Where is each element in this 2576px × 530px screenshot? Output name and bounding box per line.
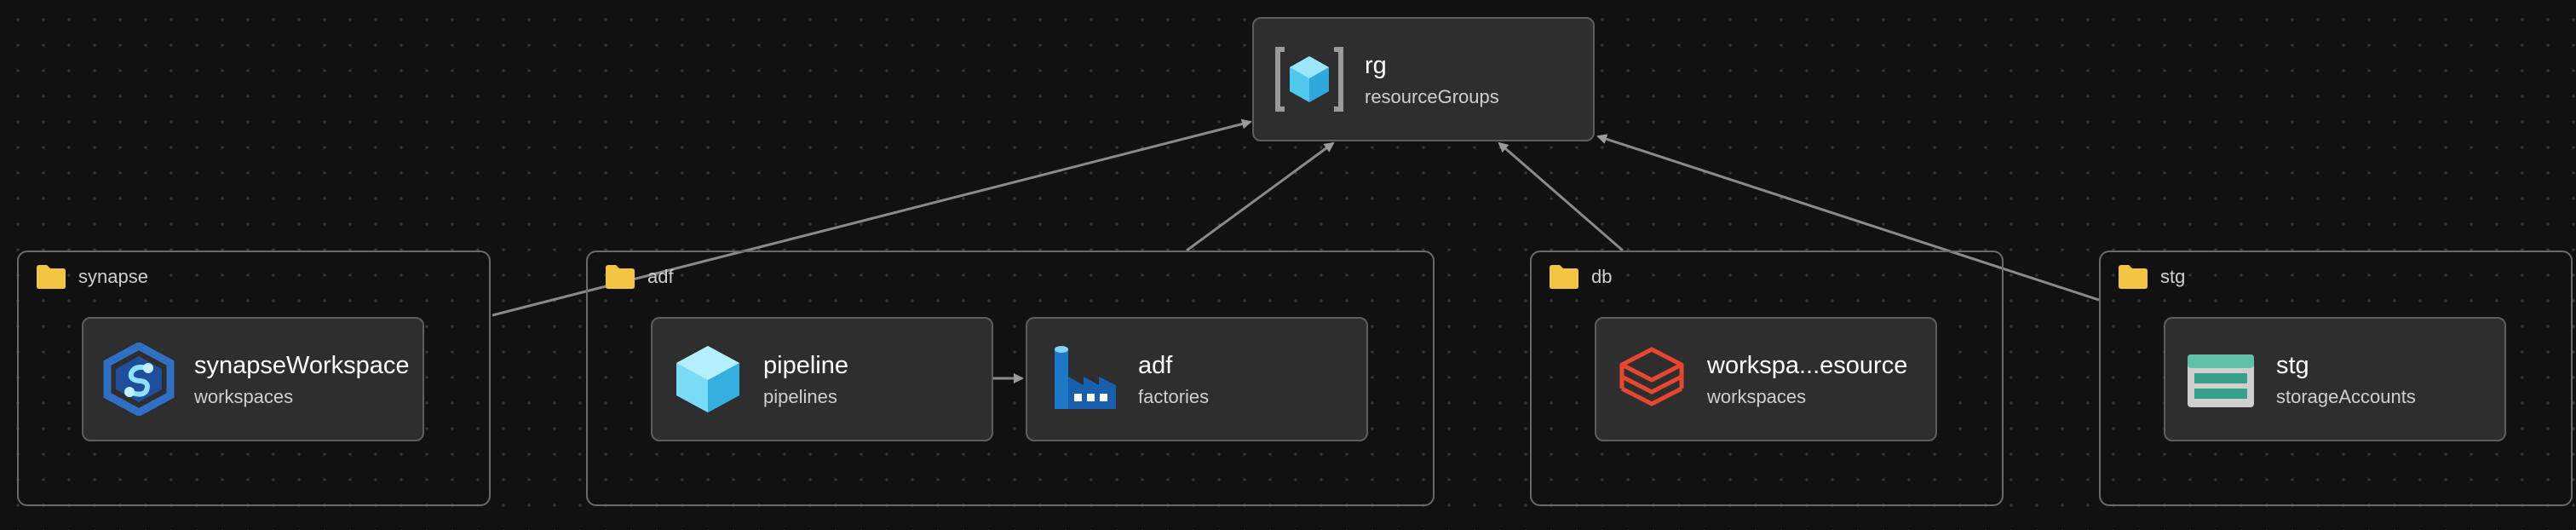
data-factory-icon bbox=[1046, 343, 1119, 416]
node-title: rg bbox=[1365, 52, 1387, 79]
node-stg[interactable]: stg storageAccounts bbox=[2164, 317, 2506, 441]
group-label: stg bbox=[2160, 266, 2186, 287]
node-type: factories bbox=[1138, 386, 1210, 407]
node-type: workspaces bbox=[1707, 386, 1807, 407]
group-synapse[interactable]: synapse synapseWorkspace workspaces bbox=[17, 251, 491, 506]
node-synapseworkspace[interactable]: synapseWorkspace workspaces bbox=[82, 317, 424, 441]
node-type: pipelines bbox=[763, 386, 837, 407]
node-title: stg bbox=[2276, 352, 2309, 379]
edge-db-to-rg bbox=[1498, 141, 1624, 252]
edge-stg-to-rg bbox=[1596, 134, 2100, 302]
node-adf[interactable]: adf factories bbox=[1026, 317, 1368, 441]
folder-icon bbox=[606, 265, 635, 289]
group-adf[interactable]: adf pipeline pipelines bbox=[586, 251, 1435, 506]
folder-icon bbox=[1550, 265, 1578, 289]
node-title: synapseWorkspace bbox=[194, 352, 410, 379]
synapse-workspace-icon bbox=[102, 343, 175, 416]
group-db[interactable]: db workspa...esource workspaces bbox=[1530, 251, 2004, 506]
group-label: db bbox=[1591, 266, 1613, 287]
node-type: resourceGroups bbox=[1365, 86, 1499, 107]
group-stg[interactable]: stg stg storageAccounts bbox=[2099, 251, 2573, 506]
resource-group-icon bbox=[1273, 43, 1346, 116]
databricks-icon bbox=[1615, 343, 1688, 416]
folder-icon bbox=[37, 265, 66, 289]
storage-account-icon bbox=[2184, 343, 2257, 416]
node-type: storageAccounts bbox=[2276, 386, 2416, 407]
node-databricks-workspace[interactable]: workspa...esource workspaces bbox=[1595, 317, 1937, 441]
node-type: workspaces bbox=[194, 386, 294, 407]
edge-adf-to-rg bbox=[1186, 141, 1335, 252]
node-title: adf bbox=[1138, 352, 1173, 379]
node-pipeline[interactable]: pipeline pipelines bbox=[651, 317, 993, 441]
group-label: adf bbox=[647, 266, 674, 287]
node-rg[interactable]: rg resourceGroups bbox=[1252, 17, 1595, 141]
node-title: pipeline bbox=[763, 352, 848, 379]
folder-icon bbox=[2119, 265, 2148, 289]
node-title: workspa...esource bbox=[1707, 352, 1908, 379]
group-label: synapse bbox=[78, 266, 148, 287]
pipeline-cube-icon bbox=[671, 343, 745, 416]
